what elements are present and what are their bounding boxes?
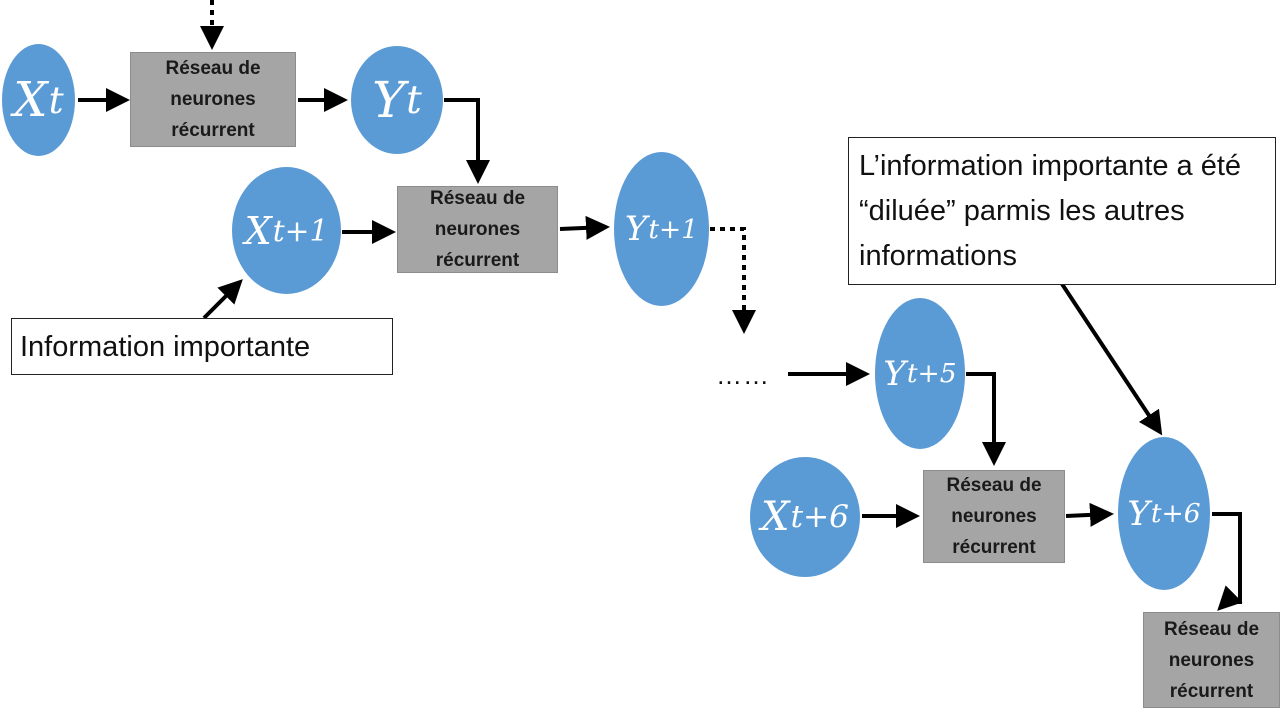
arrow-yt5-to-rnn3 bbox=[966, 372, 1006, 466]
ellipsis: …… bbox=[716, 360, 770, 390]
arrow-yt1-dotted bbox=[710, 227, 756, 334]
callout-important-info: Information importante bbox=[11, 318, 393, 375]
arrow-yt6-to-rnn4 bbox=[1212, 512, 1243, 611]
callout-diluted-info: L’information importante a été “diluée” … bbox=[848, 137, 1276, 285]
arrow-yt-to-rnn2 bbox=[444, 98, 490, 184]
arrow-info-to-xt1 bbox=[202, 279, 243, 320]
arrow-rnn2-to-yt1 bbox=[559, 215, 610, 240]
arrow-rnn3-to-yt6 bbox=[1065, 502, 1114, 527]
arrow-callout-to-yt6 bbox=[1060, 282, 1163, 436]
